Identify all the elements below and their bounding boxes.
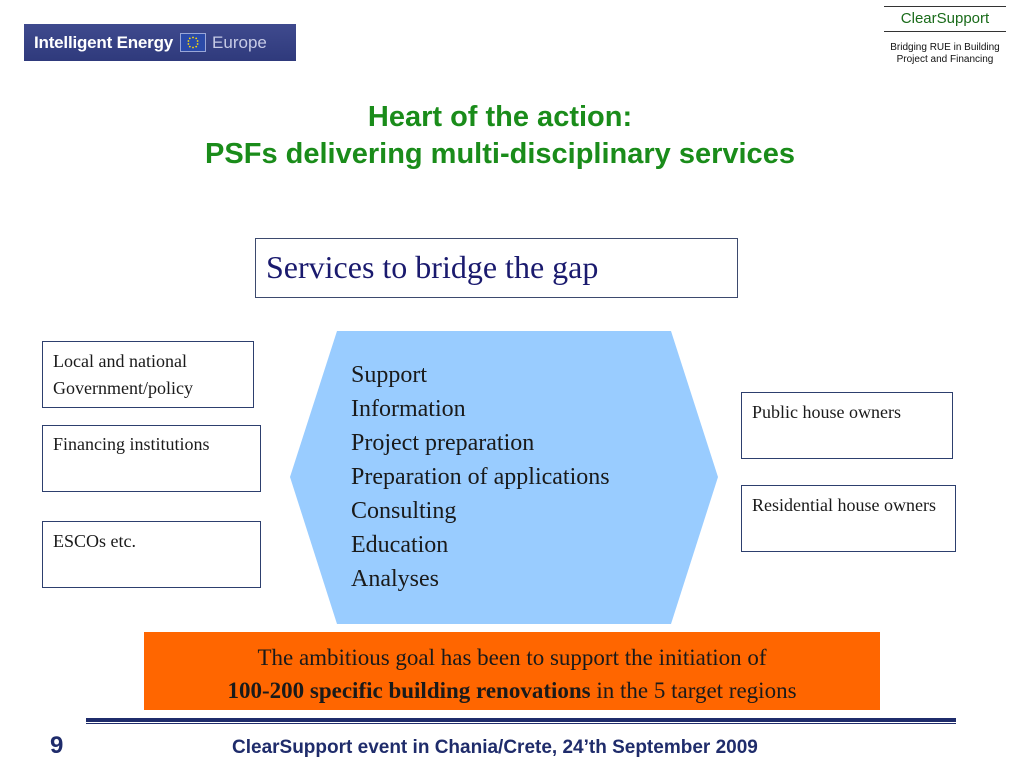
eu-flag-icon	[180, 33, 207, 52]
clearsupport-tagline-1: Bridging RUE in Building	[890, 42, 1000, 53]
goal-bold-text: 100-200 specific building renovations	[227, 678, 591, 703]
slide-number: 9	[50, 732, 64, 759]
service-item: Education	[351, 532, 449, 558]
goal-banner: The ambitious goal has been to support t…	[144, 632, 880, 710]
intelligent-energy-europe-logo: Intelligent Energy Europe	[24, 24, 296, 61]
logo-divider	[884, 6, 1006, 7]
services-list: Support Information Project preparation …	[351, 358, 610, 596]
footer-rule-thin	[86, 723, 956, 724]
stakeholder-box-financing: Financing institutions	[42, 425, 261, 492]
logo-europe-text: Europe	[212, 32, 267, 52]
goal-rest-text: in the 5 target regions	[590, 678, 797, 703]
slide-title-line-1: Heart of the action:	[367, 101, 633, 133]
service-item: Project preparation	[351, 430, 535, 456]
goal-line-1: The ambitious goal has been to support t…	[257, 645, 767, 670]
stakeholder-box-government: Local and national Government/policy	[42, 341, 254, 408]
service-item: Analyses	[351, 566, 439, 592]
clearsupport-logo: ClearSupport Bridging RUE in Building Pr…	[880, 6, 1010, 66]
slide-title-line-2: PSFs delivering multi-disciplinary servi…	[205, 138, 795, 170]
services-heading-box: Services to bridge the gap	[255, 238, 738, 298]
stakeholder-box-escos: ESCOs etc.	[42, 521, 261, 588]
logo-text: Intelligent Energy	[34, 32, 174, 52]
clearsupport-tagline-2: Project and Financing	[896, 54, 994, 65]
service-item: Support	[351, 362, 428, 388]
goal-line-2: 100-200 specific building renovations in…	[144, 674, 880, 707]
stakeholder-box-public-owners: Public house owners	[741, 392, 953, 459]
service-item: Consulting	[351, 498, 457, 524]
service-item: Information	[351, 396, 466, 422]
services-hexagon	[290, 331, 718, 624]
footer-text: ClearSupport event in Chania/Crete, 24’t…	[232, 737, 758, 758]
logo-divider	[884, 31, 1006, 32]
footer-rule	[86, 718, 956, 722]
clearsupport-name: ClearSupport	[900, 10, 990, 27]
service-item: Preparation of applications	[351, 464, 610, 490]
stakeholder-box-residential-owners: Residential house owners	[741, 485, 956, 552]
